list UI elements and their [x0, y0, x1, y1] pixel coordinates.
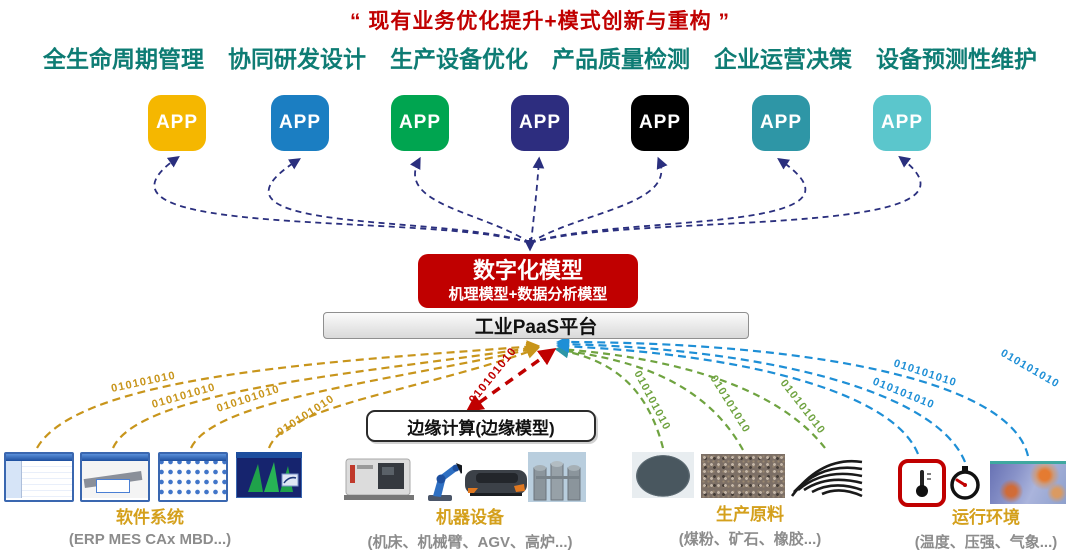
- blast-furnace-image: [528, 452, 586, 507]
- coal-powder-image: [632, 452, 694, 498]
- edge-platform-arrow: [465, 347, 557, 413]
- ore-image: [701, 454, 785, 498]
- binary-label-green-1: 010101010: [631, 369, 673, 433]
- business-scenarios-row: 全生命周期管理 协同研发设计 生产设备优化 产品质量检测 企业运营决策 设备预测…: [0, 40, 1080, 74]
- binary-label-green-2: 010101010: [707, 373, 752, 435]
- environment-curve-1: [556, 339, 920, 455]
- rubber-strips-image: [788, 452, 864, 503]
- cad-dialog: [96, 479, 130, 493]
- material-curve-3: [555, 343, 826, 449]
- cae-simulation-graphic: [235, 451, 303, 499]
- edge-computing-box: 边缘计算(边缘模型): [366, 410, 596, 442]
- environment-curve-2: [556, 337, 967, 463]
- cad-software-image: [80, 452, 150, 502]
- business-item-lifecycle: 全生命周期管理: [43, 46, 204, 72]
- app-label: APP: [278, 112, 322, 133]
- app-label: APP: [638, 112, 682, 133]
- category-software-detail: (ERP MES CAx MBD...): [68, 531, 232, 548]
- business-item-quality: 产品质量检测: [552, 46, 690, 72]
- digital-model-subtitle: 机理模型+数据分析模型: [448, 286, 608, 303]
- category-software-name: 软件系统: [116, 508, 184, 527]
- business-item-equipment: 生产设备优化: [390, 46, 528, 72]
- app-curve-5: [529, 156, 668, 244]
- app-curve-3: [409, 156, 531, 244]
- digital-model-title: 数字化模型: [472, 258, 583, 283]
- mes-window-body: [160, 461, 226, 498]
- app-label: APP: [398, 112, 442, 133]
- app-label: APP: [518, 112, 562, 133]
- app-box-4: APP: [511, 95, 569, 151]
- business-item-maintenance: 设备预测性维护: [876, 46, 1037, 72]
- business-item-operations: 企业运营决策: [714, 46, 852, 72]
- category-environment: 运行环境 (温度、压强、气象...): [880, 503, 1080, 552]
- thermometer-glyph: [916, 470, 931, 497]
- category-materials-name: 生产原料: [716, 505, 784, 524]
- binary-label-blue-2: 010101010: [871, 376, 937, 412]
- erp-software-image: [4, 452, 74, 502]
- cnc-machine-graphic: [344, 458, 414, 500]
- robot-arm-graphic: [428, 463, 466, 501]
- window-titlebar: [160, 454, 226, 461]
- agv-vehicle-graphic: [465, 470, 527, 496]
- app-curve-4: [530, 156, 545, 244]
- window-titlebar: [6, 454, 72, 461]
- rubber-strips-graphic: [788, 452, 864, 498]
- category-materials: 生产原料 (煤粉、矿石、橡胶...): [645, 500, 855, 549]
- app-label: APP: [759, 112, 803, 133]
- category-machines: 机器设备 (机床、机械臂、AGV、高炉...): [330, 503, 610, 552]
- weather-map-image: [990, 461, 1066, 504]
- app-fan-curves: [153, 155, 922, 252]
- app-box-1: APP: [148, 95, 206, 151]
- cad-window-body: [82, 461, 148, 498]
- blast-furnace-graphic: [528, 452, 586, 502]
- app-box-2: APP: [271, 95, 329, 151]
- paas-platform-label: 工业PaaS平台: [474, 317, 598, 338]
- category-machines-name: 机器设备: [436, 508, 504, 527]
- app-curve-6: [529, 158, 807, 244]
- cae-software-image: [235, 451, 303, 503]
- material-data-curves: [555, 343, 826, 451]
- mes-software-image: [158, 452, 228, 502]
- app-curve-1: [153, 155, 531, 244]
- business-item-codesign: 协同研发设计: [228, 46, 366, 72]
- category-machines-detail: (机床、机械臂、AGV、高炉...): [367, 534, 573, 551]
- app-box-6: APP: [752, 95, 810, 151]
- category-environment-name: 运行环境: [952, 508, 1020, 527]
- digital-model-box: 数字化模型 机理模型+数据分析模型: [418, 254, 638, 308]
- binary-label-red: 010101010: [467, 345, 519, 406]
- environment-curve-3: [556, 335, 1030, 457]
- binary-label-blue-1: 010101010: [892, 357, 958, 389]
- binary-label-green-3: 010101010: [778, 377, 828, 436]
- category-environment-detail: (温度、压强、气象...): [914, 534, 1058, 551]
- binary-label-gold-4: 010101010: [275, 393, 337, 439]
- category-software: 软件系统 (ERP MES CAx MBD...): [20, 503, 280, 548]
- pressure-gauge-glyph: [950, 466, 980, 500]
- thermometer-icon: [898, 459, 946, 507]
- cnc-machine-image: [342, 453, 416, 506]
- erp-window-body: [6, 461, 72, 498]
- erp-sidebar: [6, 461, 22, 498]
- app-box-7: APP: [873, 95, 931, 151]
- robot-arm-image: [416, 451, 466, 508]
- binary-label-gold-3: 010101010: [215, 383, 281, 415]
- app-label: APP: [155, 112, 199, 133]
- binary-label-gold-2: 010101010: [151, 381, 218, 411]
- slide-title: “ 现有业务优化提升+模式创新与重构 ”: [350, 10, 730, 33]
- window-titlebar: [82, 454, 148, 461]
- app-curve-2: [267, 158, 531, 244]
- app-box-3: APP: [391, 95, 449, 151]
- agv-vehicle-image: [462, 462, 530, 505]
- app-curve-7: [529, 155, 922, 244]
- category-materials-detail: (煤粉、矿石、橡胶...): [678, 531, 822, 548]
- app-box-5: APP: [631, 95, 689, 151]
- pressure-gauge-icon: [948, 466, 982, 505]
- edge-computing-label: 边缘计算(边缘模型): [407, 418, 555, 438]
- binary-label-gold-1: 010101010: [110, 370, 177, 395]
- environment-data-curves: [556, 335, 1030, 463]
- paas-platform-bar: 工业PaaS平台: [323, 312, 749, 339]
- app-label: APP: [880, 112, 924, 133]
- binary-label-blue-3: 010101010: [999, 347, 1062, 390]
